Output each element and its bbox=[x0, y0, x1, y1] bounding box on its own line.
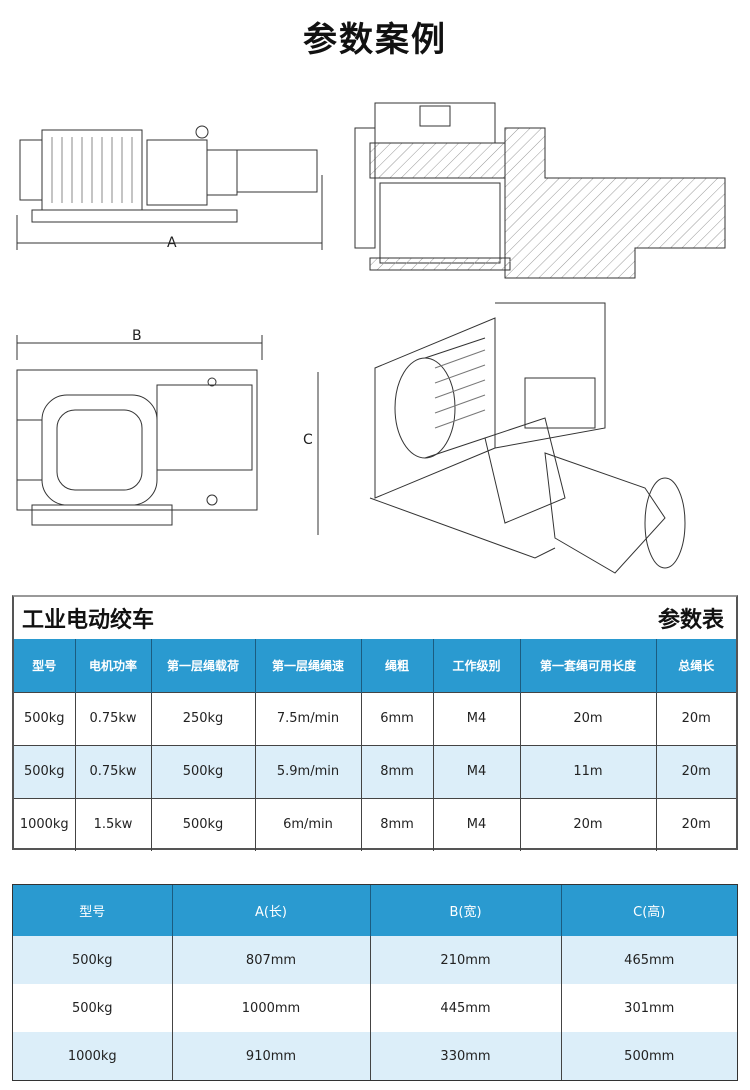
cell: 20m bbox=[656, 744, 736, 798]
header-cell: C(高) bbox=[561, 885, 737, 936]
table-subtitle: 参数表 bbox=[657, 608, 724, 633]
cell: 5.9m/min bbox=[255, 744, 362, 798]
table-header-row: 型号 A(长) B(宽) C(高) bbox=[13, 885, 737, 936]
page-title: 参数案例 bbox=[303, 20, 447, 60]
cell: 1.5kw bbox=[75, 797, 152, 851]
cell: 301mm bbox=[624, 1000, 675, 1016]
dimension-label-b: B bbox=[132, 328, 142, 344]
dimension-label-a: A bbox=[167, 235, 177, 251]
cell: 330mm bbox=[370, 1032, 562, 1080]
cell: 500kg bbox=[13, 984, 173, 1032]
cell: 500mm bbox=[561, 1032, 737, 1080]
cell: 1000kg bbox=[14, 797, 76, 851]
header-cell: 电机功率 bbox=[75, 639, 152, 692]
cell: 1000kg bbox=[13, 1032, 173, 1080]
cell: 7.5m/min bbox=[255, 691, 362, 745]
cell: 465mm bbox=[561, 936, 737, 984]
header-cell: 型号 bbox=[14, 639, 76, 692]
cell: M4 bbox=[433, 744, 521, 798]
cell: 250kg bbox=[151, 691, 256, 745]
cell: 11m bbox=[520, 744, 657, 798]
cell: 500kg bbox=[14, 691, 76, 745]
cell: 20m bbox=[520, 797, 657, 851]
cell: 1000mm bbox=[172, 984, 371, 1032]
cell: 6mm bbox=[361, 691, 434, 745]
cell: 500kg bbox=[151, 744, 256, 798]
cell: 20m bbox=[520, 691, 657, 745]
cell: 807mm bbox=[172, 936, 371, 984]
table-title: 工业电动绞车 bbox=[22, 608, 155, 633]
header-cell: B(宽) bbox=[370, 885, 562, 936]
cell: 445mm bbox=[370, 984, 562, 1032]
header-cell: 绳粗 bbox=[361, 639, 434, 692]
cell: 210mm bbox=[370, 936, 562, 984]
cell: 500kg bbox=[151, 797, 256, 851]
cell: 8mm bbox=[361, 797, 434, 851]
cell: 500kg bbox=[13, 936, 173, 984]
winch-parameter-table: 工业电动绞车 参数表 型号 电机功率 第一层绳载荷 第一层绳绳速 绳粗 工作级别… bbox=[12, 595, 738, 851]
cell: 8mm bbox=[361, 744, 434, 798]
header-cell: 第一套绳可用长度 bbox=[520, 639, 657, 692]
cell: M4 bbox=[433, 691, 521, 745]
cell: 500kg bbox=[14, 744, 76, 798]
winch-isometric-drawing bbox=[369, 302, 686, 574]
header-cell: 第一层绳载荷 bbox=[151, 639, 256, 692]
winch-end-view-drawing bbox=[16, 335, 319, 535]
cell: 20m bbox=[656, 797, 736, 851]
dimension-label-c: C bbox=[303, 432, 313, 448]
winch-side-view-drawing bbox=[16, 125, 323, 250]
cell: 0.75kw bbox=[75, 744, 152, 798]
header-cell: 型号 bbox=[13, 885, 173, 936]
cell: 0.75kw bbox=[75, 691, 152, 745]
header-cell: 工作级别 bbox=[433, 639, 521, 692]
header-cell: A(长) bbox=[172, 885, 371, 936]
table-header-row: 型号 电机功率 第一层绳载荷 第一层绳绳速 绳粗 工作级别 第一套绳可用长度 总… bbox=[14, 639, 736, 692]
cell: 910mm bbox=[172, 1032, 371, 1080]
header-cell: 总绳长 bbox=[656, 639, 736, 692]
cell: 6m/min bbox=[255, 797, 362, 851]
header-cell: 第一层绳绳速 bbox=[255, 639, 362, 692]
winch-section-drawing bbox=[354, 102, 726, 279]
cell: 20m bbox=[656, 691, 736, 745]
cell: M4 bbox=[433, 797, 521, 851]
